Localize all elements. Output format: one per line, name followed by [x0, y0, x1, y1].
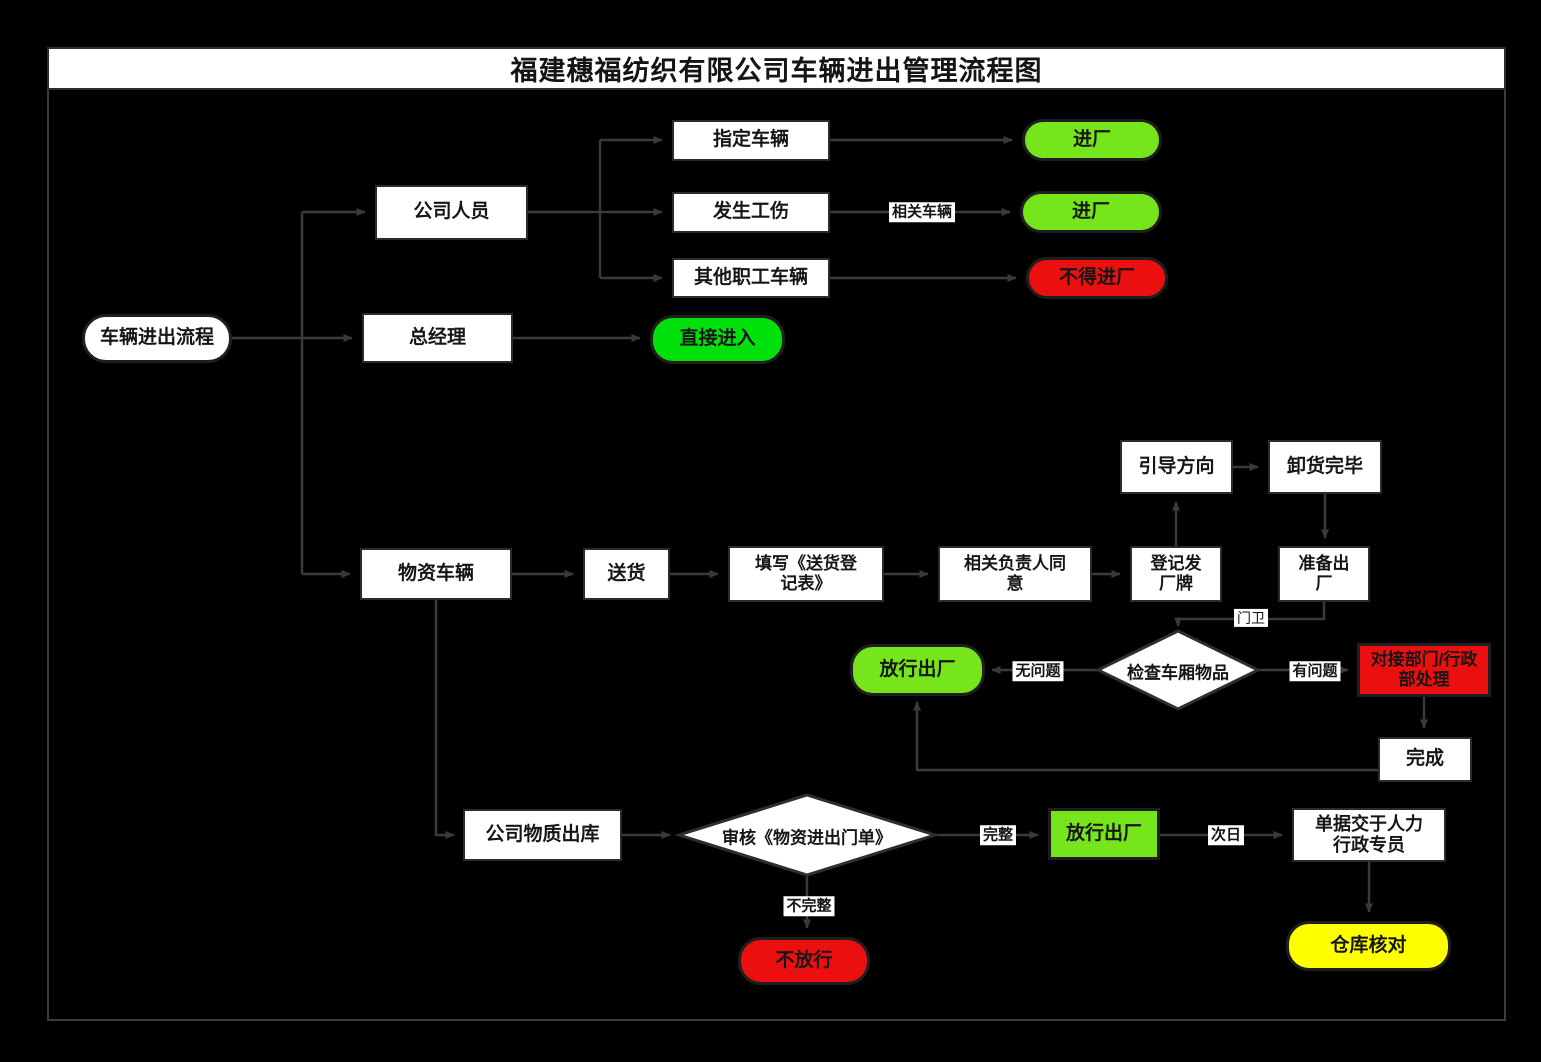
edge-label-gate-guard: 门卫: [1234, 608, 1268, 628]
connector: [434, 600, 455, 839]
edge-label-related-vehicle: 相关车辆: [888, 202, 956, 222]
node-dept-handle: 对接部门/行政 部处理: [1357, 643, 1491, 697]
node-designated-vehicle: 指定车辆: [672, 120, 830, 161]
page-title: 福建穗福纺织有限公司车辆进出管理流程图: [47, 47, 1506, 90]
connector: [913, 701, 1378, 772]
node-no-release: 不放行: [738, 937, 870, 985]
node-enter-factory-2: 进厂: [1020, 191, 1162, 233]
node-warehouse-check: 仓库核对: [1286, 921, 1451, 971]
node-other-staff-vehicle: 其他职工车辆: [672, 258, 830, 298]
edge-label-no-problem: 无问题: [1012, 661, 1064, 681]
node-unload-complete: 卸货完毕: [1268, 440, 1382, 494]
node-no-entry: 不得进厂: [1026, 257, 1168, 299]
edge-label-has-problem: 有问题: [1289, 661, 1341, 681]
decision-shapes: [673, 629, 1262, 877]
node-material-vehicle: 物资车辆: [360, 548, 512, 600]
node-material-outbound: 公司物质出库: [463, 809, 622, 861]
node-done: 完成: [1378, 737, 1472, 782]
node-direct-entry: 直接进入: [650, 315, 785, 364]
node-delivery: 送货: [583, 548, 670, 600]
edge-label-incomplete: 不完整: [783, 896, 835, 916]
node-prepare-exit: 准备出 厂: [1278, 546, 1370, 602]
node-guide-direction: 引导方向: [1120, 440, 1233, 494]
decision-audit-gate-form: 审核《物资进出门单》: [722, 828, 892, 848]
decision-diamond-shape: [673, 793, 941, 877]
edge-label-complete: 完整: [979, 825, 1017, 845]
node-start: 车辆进出流程: [82, 314, 232, 363]
node-enter-factory-1: 进厂: [1022, 119, 1162, 161]
node-docs-to-hr: 单据交于人力 行政专员: [1292, 808, 1446, 862]
node-responsible-agree: 相关负责人同 意: [938, 546, 1092, 602]
node-work-injury: 发生工伤: [672, 192, 830, 233]
node-company-staff: 公司人员: [375, 185, 528, 240]
node-release-exit-2: 放行出厂: [1048, 808, 1160, 860]
connector-lines: [232, 136, 1428, 929]
node-fill-registration: 填写《送货登 记表》: [728, 546, 884, 602]
node-general-manager: 总经理: [362, 313, 513, 363]
node-register-plate: 登记发 厂牌: [1130, 546, 1222, 602]
decision-check-cargo: 检查车厢物品: [1127, 663, 1229, 683]
decision-diamond-shape: [1094, 629, 1262, 711]
node-release-exit-1: 放行出厂: [850, 644, 985, 696]
edge-label-next-day: 次日: [1207, 825, 1245, 845]
